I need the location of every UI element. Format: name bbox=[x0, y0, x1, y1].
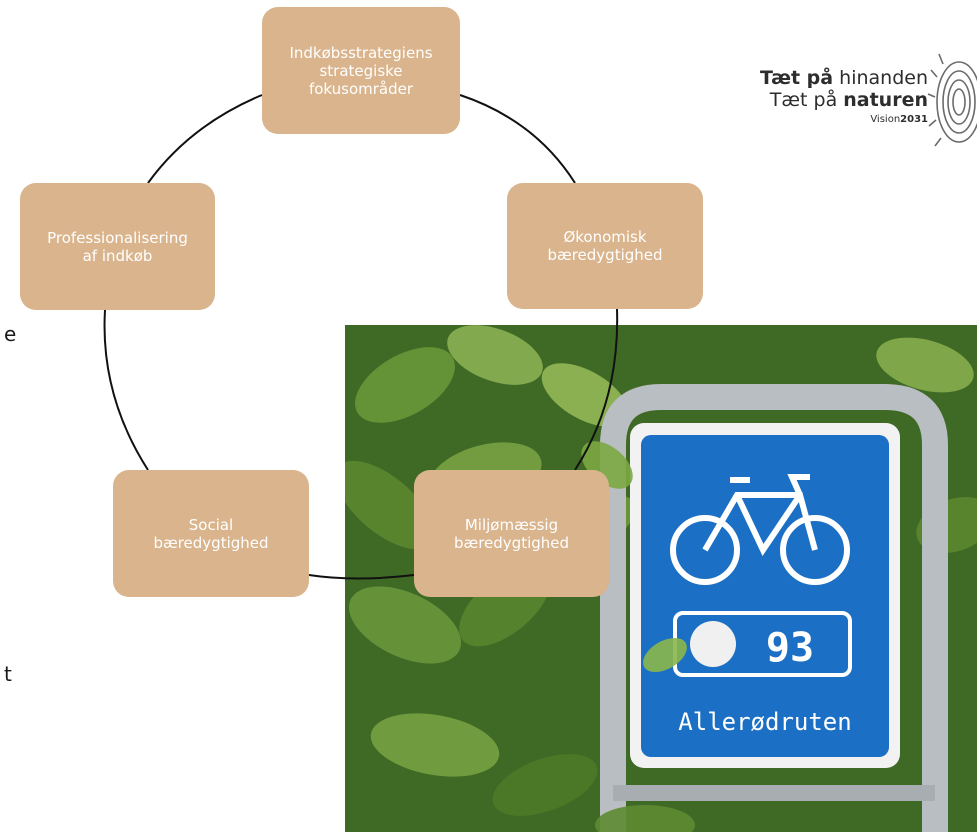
logo-line-2: Tæt på naturen bbox=[769, 89, 928, 111]
connector-5-1 bbox=[147, 94, 263, 184]
connector-1-2 bbox=[459, 94, 576, 184]
tree-ring-icon bbox=[927, 53, 977, 147]
route-name: Allerødruten bbox=[678, 708, 851, 736]
metal-frame bbox=[600, 384, 948, 836]
connector-3-4 bbox=[308, 574, 415, 580]
cutoff-text: e bbox=[4, 322, 17, 346]
node-label: Økonomisk bæredygtighed bbox=[547, 228, 663, 264]
bicycle-icon bbox=[670, 474, 850, 585]
logo-line-1: Tæt på hinanden bbox=[759, 67, 928, 89]
connector-2-3 bbox=[574, 308, 619, 471]
logo-line-3: Vision2031 bbox=[870, 114, 928, 125]
node-economic-sustainability: Økonomisk bæredygtighed bbox=[507, 183, 703, 309]
node-strategic-focus: Indkøbsstrategiens strategiske fokusområ… bbox=[262, 7, 460, 134]
vision-logo: Tæt på hinanden Tæt på naturen Vision203… bbox=[735, 42, 977, 152]
node-social-sustainability: Social bæredygtighed bbox=[113, 470, 309, 597]
node-label: Indkøbsstrategiens strategiske fokusområ… bbox=[289, 43, 433, 98]
node-environmental-sustainability: Miljømæssig bæredygtighed bbox=[414, 470, 609, 597]
connector-4-5 bbox=[103, 309, 149, 471]
route-number: 93 bbox=[766, 625, 814, 671]
node-label: Social bæredygtighed bbox=[153, 515, 269, 552]
node-label: Miljømæssig bæredygtighed bbox=[453, 515, 570, 552]
cutoff-text: t bbox=[4, 662, 12, 686]
node-professionalisation: Professionalisering af indkøb bbox=[20, 183, 215, 310]
route-logo-icon bbox=[690, 621, 736, 667]
node-label: Professionalisering af indkøb bbox=[47, 228, 188, 265]
